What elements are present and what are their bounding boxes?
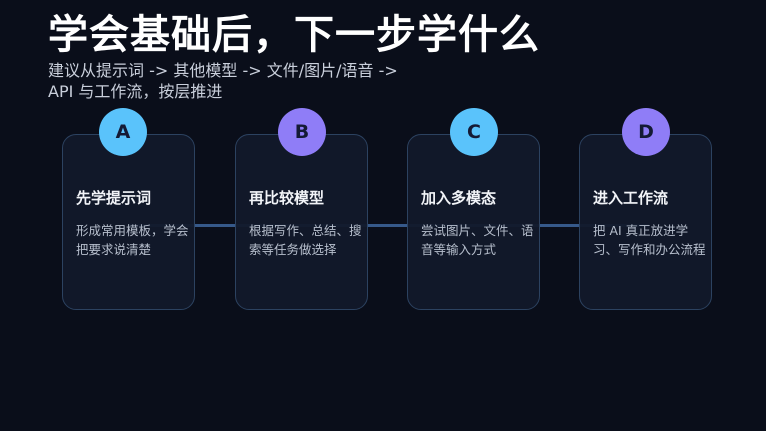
step-card-c: 加入多模态 尝试图片、文件、语音等输入方式 bbox=[407, 134, 540, 310]
step-description: 尝试图片、文件、语音等输入方式 bbox=[421, 223, 534, 257]
step-title: 先学提示词 bbox=[76, 189, 152, 207]
step-badge-c: C bbox=[450, 108, 498, 156]
step-title: 再比较模型 bbox=[249, 189, 325, 207]
connector-line bbox=[129, 224, 649, 227]
step-card-a: 先学提示词 形成常用模板，学会把要求说清楚 bbox=[62, 134, 195, 310]
step-title: 加入多模态 bbox=[421, 189, 497, 207]
step-description: 根据写作、总结、搜索等任务做选择 bbox=[249, 223, 362, 257]
step-card-d: 进入工作流 把 AI 真正放进学习、写作和办公流程 bbox=[579, 134, 712, 310]
step-card-b: 再比较模型 根据写作、总结、搜索等任务做选择 bbox=[235, 134, 368, 310]
page-subtitle: 建议从提示词 -> 其他模型 -> 文件/图片/语音 -> API 与工作流，按… bbox=[48, 61, 398, 101]
step-description: 把 AI 真正放进学习、写作和办公流程 bbox=[593, 223, 706, 257]
step-badge-b: B bbox=[278, 108, 326, 156]
step-badge-d: D bbox=[622, 108, 670, 156]
step-badge-a: A bbox=[99, 108, 147, 156]
step-title: 进入工作流 bbox=[593, 189, 669, 207]
step-description: 形成常用模板，学会把要求说清楚 bbox=[76, 223, 189, 257]
page-title: 学会基础后，下一步学什么 bbox=[48, 12, 540, 58]
